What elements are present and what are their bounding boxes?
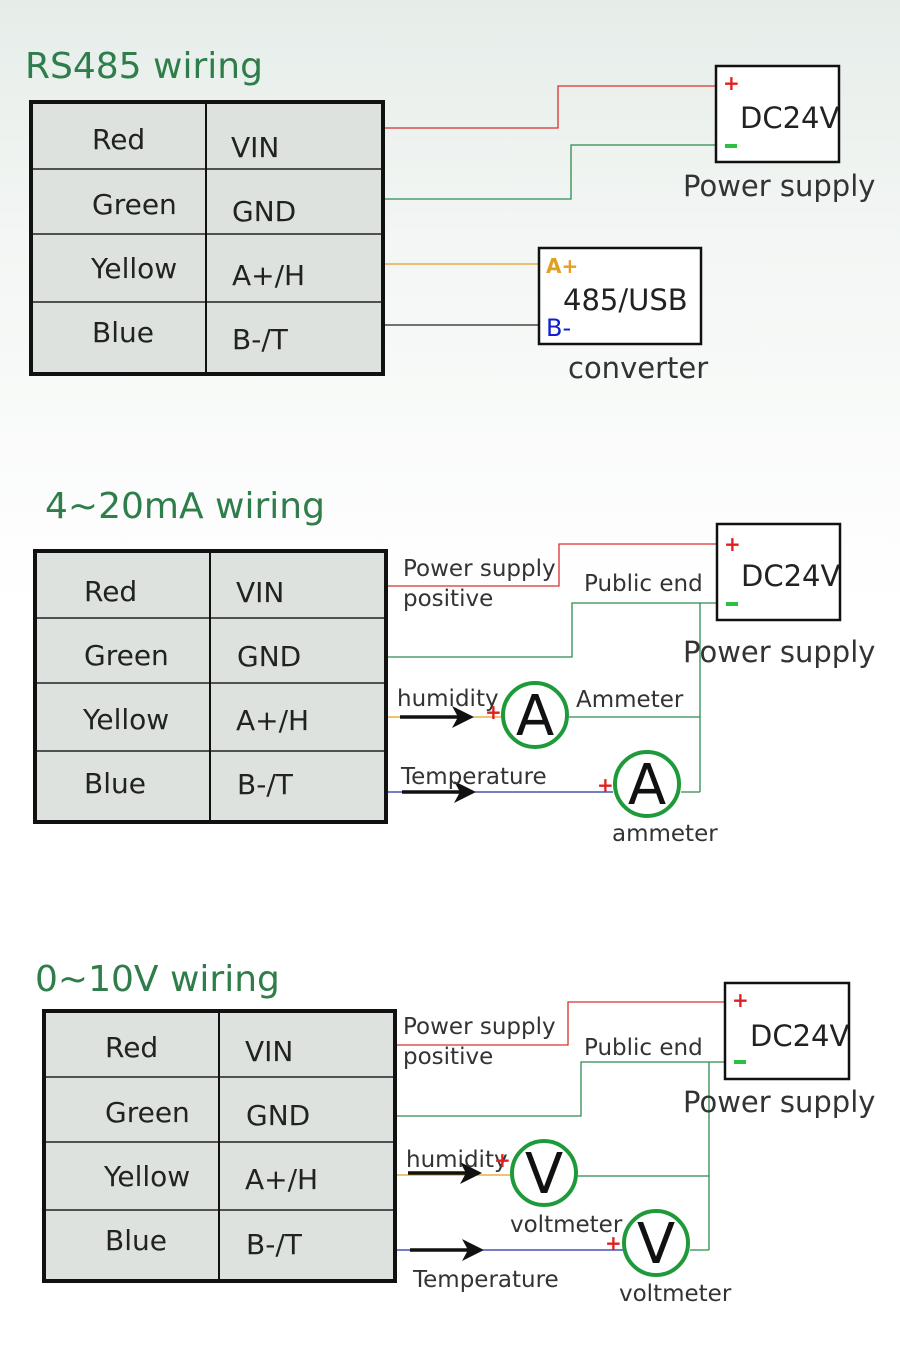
rs485-section: RS485 wiring Red VIN Green GND Yellow A+…: [25, 46, 875, 385]
current-loop-row-green-color: Green: [84, 639, 169, 672]
voltage-wire-table: Red VIN Green GND Yellow A+/H Blue B-/T: [42, 1009, 397, 1283]
current-loop-title: 4~20mA wiring: [45, 486, 325, 527]
rs485-power-caption: Power supply: [683, 169, 875, 203]
plus-sign: +: [597, 773, 614, 797]
plus-sign: +: [494, 1148, 511, 1172]
voltage-power-box: + DC24V: [723, 981, 851, 1081]
current-loop-public-end-label: Public end: [584, 571, 703, 597]
rs485-row-blue-color: Blue: [92, 316, 154, 349]
current-loop-row-blue-signal: B-/T: [237, 768, 294, 801]
current-loop-row-yellow-signal: A+/H: [236, 704, 309, 737]
current-loop-row-red-signal: VIN: [236, 576, 284, 609]
converter-a-plus-label: A+: [546, 254, 578, 278]
converter-b-minus-label: B-: [546, 314, 571, 342]
current-loop-meter2-caption: ammeter: [612, 821, 718, 847]
voltage-row-red-signal: VIN: [245, 1035, 293, 1068]
rs485-power-box: + DC24V: [714, 64, 841, 164]
rs485-row-green-color: Green: [92, 188, 177, 221]
voltmeter-icon: V: [622, 1209, 690, 1277]
rs485-converter-caption: converter: [568, 351, 708, 385]
plus-sign: +: [724, 532, 741, 556]
voltage-meter1-caption: voltmeter: [510, 1212, 623, 1238]
rs485-row-blue-signal: B-/T: [232, 323, 289, 356]
plus-sign: +: [723, 71, 740, 95]
current-loop-meter1-caption: Ammeter: [576, 687, 684, 713]
current-loop-humidity-label: humidity: [397, 686, 499, 712]
plus-sign: +: [485, 700, 502, 724]
rs485-wire-table: Red VIN Green GND Yellow A+/H Blue B-/T: [29, 100, 385, 376]
current-loop-wire-red: [388, 543, 717, 587]
plus-sign: +: [605, 1231, 622, 1255]
voltage-temperature-label: Temperature: [412, 1267, 559, 1293]
rs485-row-yellow-color: Yellow: [90, 252, 177, 285]
voltage-meter2-caption: voltmeter: [619, 1281, 732, 1307]
minus-sign: [725, 144, 737, 148]
voltage-row-green-signal: GND: [246, 1099, 310, 1132]
current-loop-wire-table: Red VIN Green GND Yellow A+/H Blue B-/T: [33, 549, 388, 824]
voltage-public-end-label: Public end: [584, 1035, 703, 1061]
voltmeter-symbol: V: [637, 1212, 675, 1277]
rs485-converter-label: 485/USB: [563, 283, 688, 317]
rs485-row-green-signal: GND: [232, 195, 296, 228]
voltage-power-caption: Power supply: [683, 1085, 875, 1119]
voltmeter-symbol: V: [525, 1142, 563, 1207]
voltage-row-blue-color: Blue: [105, 1224, 167, 1257]
voltage-row-green-color: Green: [105, 1096, 190, 1129]
voltage-wire-green: [397, 1061, 725, 1117]
rs485-title: RS485 wiring: [25, 46, 263, 87]
current-loop-power-box: + DC24V: [715, 522, 842, 622]
ammeter-symbol: A: [628, 753, 666, 818]
current-loop-section: 4~20mA wiring Red VIN Green GND Yellow A…: [33, 486, 875, 847]
arrow-icon: [402, 781, 476, 803]
voltage-title: 0~10V wiring: [35, 959, 280, 1000]
current-loop-power-positive-label-1: Power supply: [403, 556, 556, 582]
voltage-row-red-color: Red: [105, 1031, 158, 1064]
current-loop-temperature-label: Temperature: [400, 764, 547, 790]
current-loop-power-caption: Power supply: [683, 635, 875, 669]
ammeter-icon: A: [501, 681, 569, 749]
voltage-power-box-label: DC24V: [750, 1019, 849, 1053]
current-loop-row-blue-color: Blue: [84, 767, 146, 800]
voltage-section: 0~10V wiring Red VIN Green GND Yellow A+…: [35, 959, 875, 1307]
ammeter-symbol: A: [516, 684, 554, 749]
rs485-converter-box: A+ B- 485/USB: [537, 246, 703, 346]
voltage-humidity-label: humidity: [406, 1147, 508, 1173]
voltage-row-yellow-color: Yellow: [103, 1160, 190, 1193]
voltage-wire-red: [397, 1001, 725, 1046]
current-loop-wire-green: [388, 602, 717, 658]
current-loop-row-yellow-color: Yellow: [82, 703, 169, 736]
current-loop-row-green-signal: GND: [237, 640, 301, 673]
voltmeter-icon: V: [510, 1139, 578, 1207]
minus-sign: [726, 602, 738, 606]
rs485-wire-green: [385, 144, 716, 200]
rs485-row-red-signal: VIN: [231, 131, 279, 164]
current-loop-row-red-color: Red: [84, 575, 137, 608]
current-loop-power-positive-label-2: positive: [403, 586, 493, 612]
rs485-power-box-label: DC24V: [740, 101, 839, 135]
voltage-power-positive-label-2: positive: [403, 1044, 493, 1070]
rs485-row-yellow-signal: A+/H: [232, 259, 305, 292]
voltage-row-yellow-signal: A+/H: [245, 1163, 318, 1196]
voltage-row-blue-signal: B-/T: [246, 1228, 303, 1261]
current-loop-power-box-label: DC24V: [741, 559, 840, 593]
voltage-power-positive-label-1: Power supply: [403, 1014, 556, 1040]
ammeter-icon: A: [613, 750, 681, 818]
arrow-icon: [410, 1239, 484, 1261]
rs485-wire-red: [385, 85, 716, 129]
plus-sign: +: [732, 988, 749, 1012]
rs485-row-red-color: Red: [92, 123, 145, 156]
minus-sign: [734, 1060, 746, 1064]
arrow-icon: [408, 1162, 482, 1184]
arrow-icon: [400, 706, 474, 728]
